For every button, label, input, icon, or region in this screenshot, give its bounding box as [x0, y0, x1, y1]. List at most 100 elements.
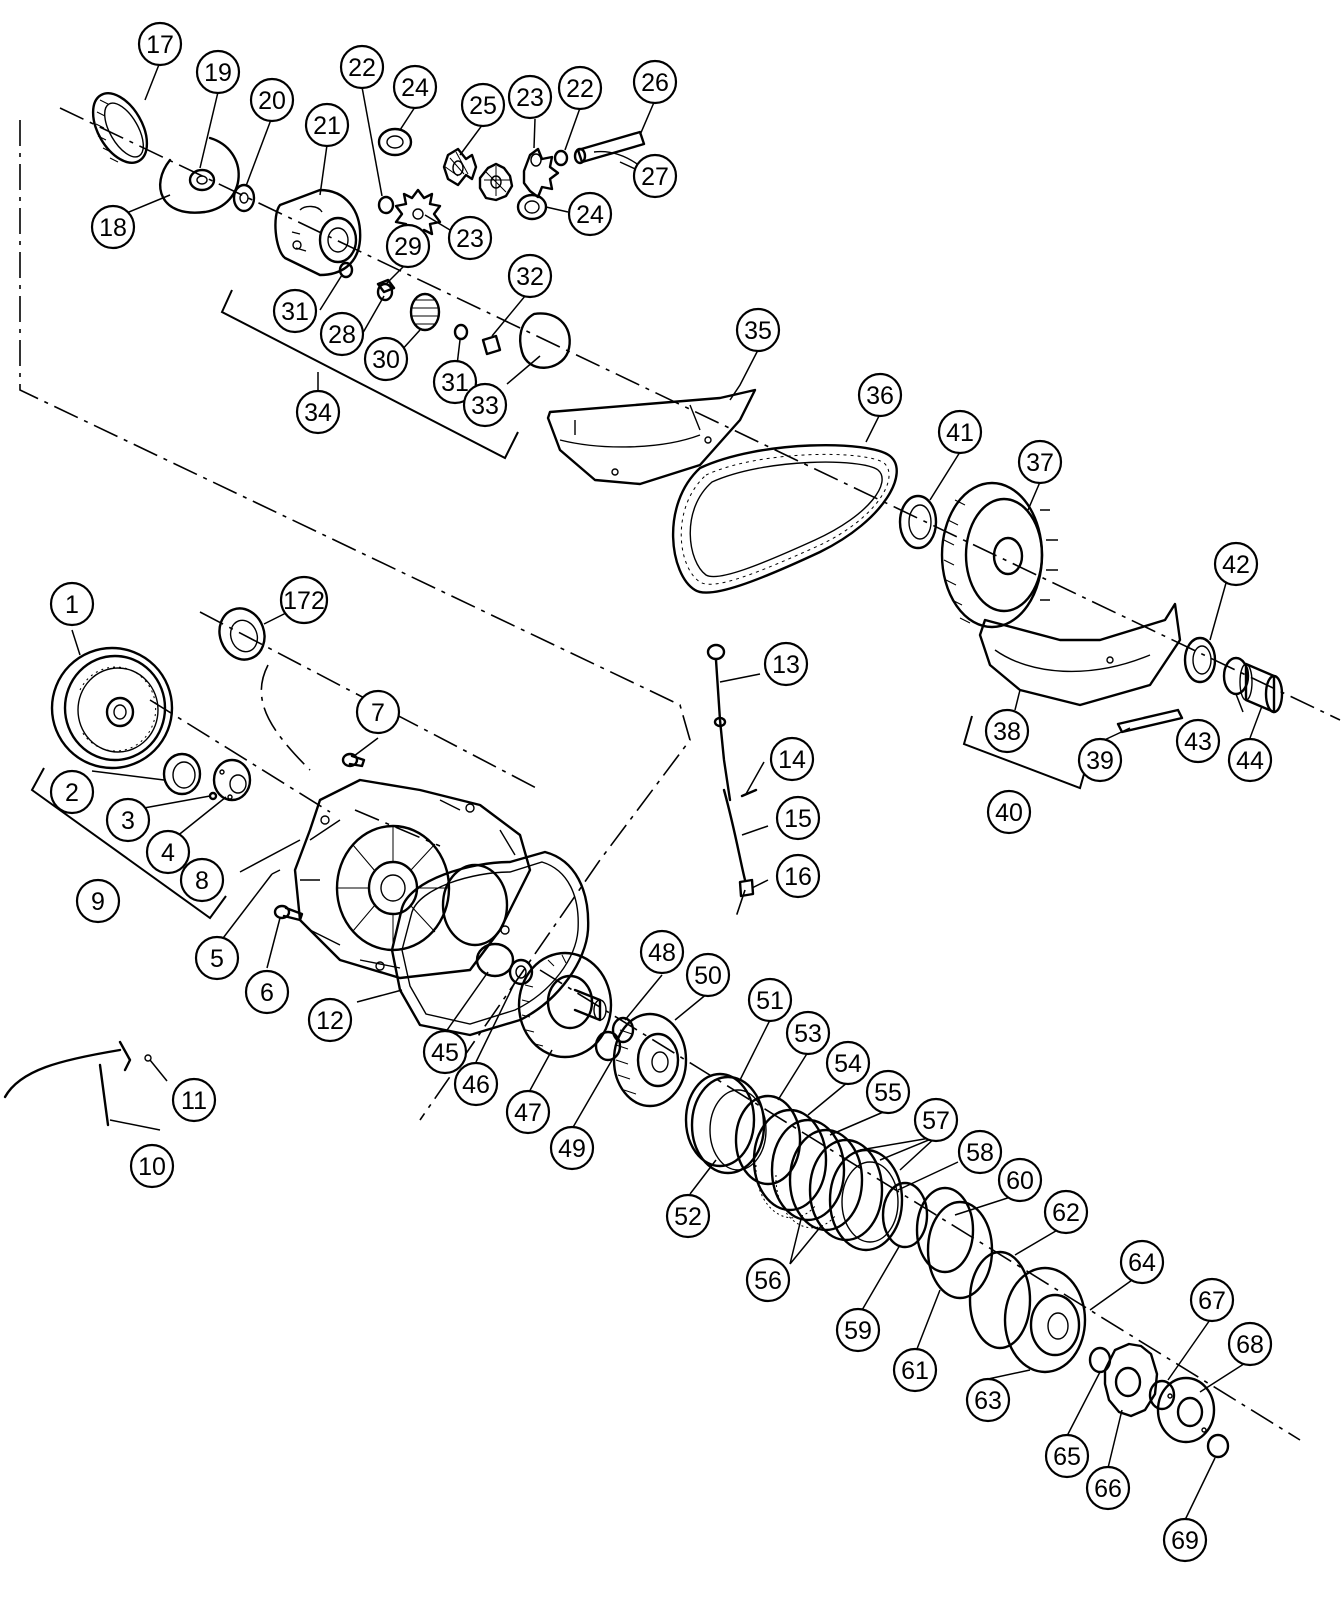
callout-circle — [1085, 1465, 1131, 1511]
callout-label: 23 — [456, 225, 484, 253]
callout-23: 23 — [447, 215, 493, 261]
callout-circle — [865, 1069, 911, 1115]
callout-circle — [460, 82, 506, 128]
callout-label: 19 — [204, 59, 232, 87]
callout-label: 65 — [1053, 1443, 1081, 1471]
callout-circle — [339, 44, 385, 90]
callout-circle — [745, 1257, 791, 1303]
callout-circle — [249, 77, 295, 123]
chain-shield-35 — [546, 388, 757, 486]
callout-59: 59 — [835, 1307, 881, 1353]
callout-56: 56 — [745, 1257, 791, 1303]
callout-circle — [392, 64, 438, 110]
callout-circle — [1227, 1321, 1273, 1367]
callout-circle — [1227, 737, 1273, 783]
callout-14: 14 — [769, 736, 815, 782]
callout-55: 55 — [865, 1069, 911, 1115]
callout-5: 5 — [194, 935, 240, 981]
callout-circle — [145, 829, 191, 875]
pump-hub-4 — [212, 758, 252, 802]
callout-40: 40 — [986, 789, 1032, 835]
callout-43: 43 — [1175, 718, 1221, 764]
callout-label: 58 — [966, 1139, 994, 1167]
callout-label: 55 — [874, 1079, 902, 1107]
seal-16 — [738, 878, 755, 898]
callout-circle — [549, 1125, 595, 1171]
differential-case-21 — [274, 188, 362, 277]
callout-39: 39 — [1077, 737, 1123, 783]
callout-48: 48 — [639, 929, 685, 975]
callout-circle — [363, 336, 409, 382]
callout-circle — [422, 1029, 468, 1075]
callout-label: 6 — [260, 979, 274, 1007]
callout-47: 47 — [505, 1089, 551, 1135]
callout-24: 24 — [567, 191, 613, 237]
callout-24: 24 — [392, 64, 438, 110]
pinion-30 — [409, 292, 441, 332]
callout-label: 1 — [65, 591, 79, 619]
seal-172 — [218, 607, 266, 661]
washer-20 — [232, 183, 256, 213]
callout-62: 62 — [1043, 1189, 1089, 1235]
callout-circle — [747, 977, 793, 1023]
callout-label: 14 — [778, 746, 806, 774]
callout-circle — [1044, 1433, 1090, 1479]
washer-31a — [338, 261, 354, 279]
callout-circle — [632, 59, 678, 105]
callout-circle — [986, 789, 1032, 835]
callout-label: 61 — [901, 1357, 929, 1385]
callout-label: 49 — [558, 1135, 586, 1163]
pinion-gear-23a — [394, 188, 442, 240]
callout-label: 22 — [566, 75, 594, 103]
seal-69 — [1206, 1433, 1230, 1459]
callout-circle — [195, 49, 241, 95]
block-29 — [376, 278, 396, 294]
callout-label: 43 — [1184, 728, 1212, 756]
callout-circle — [835, 1307, 881, 1353]
callout-22: 22 — [557, 65, 603, 111]
callout-circle — [775, 795, 821, 841]
output-hub-68 — [1156, 1376, 1216, 1444]
callout-circle — [171, 1077, 217, 1123]
callout-circle — [355, 689, 401, 735]
callout-circle — [272, 288, 318, 334]
callout-44: 44 — [1227, 737, 1273, 783]
callout-circle — [279, 575, 329, 625]
callout-22: 22 — [339, 44, 385, 90]
callout-label: 20 — [258, 87, 286, 115]
drive-chain-36 — [671, 444, 898, 594]
callout-11: 11 — [171, 1077, 217, 1123]
callout-66: 66 — [1085, 1465, 1131, 1511]
callout-label: 50 — [694, 962, 722, 990]
callout-circle — [319, 311, 365, 357]
callout-circle — [685, 952, 731, 998]
callout-label: 3 — [121, 807, 135, 835]
callout-label: 26 — [641, 69, 669, 97]
callout-21: 21 — [304, 102, 350, 148]
thrust-washer-24b — [516, 193, 548, 221]
callout-label: 28 — [328, 321, 356, 349]
callout-8: 8 — [179, 857, 225, 903]
callout-label: 45 — [431, 1039, 459, 1067]
callout-label: 17 — [146, 31, 174, 59]
callout-label: 64 — [1128, 1249, 1156, 1277]
washer-28 — [376, 282, 394, 302]
callout-circle — [505, 1089, 551, 1135]
snap-ring-59 — [881, 1181, 929, 1249]
snap-ring-61 — [926, 1200, 994, 1300]
callout-circle — [1119, 1239, 1165, 1285]
callout-52: 52 — [665, 1193, 711, 1239]
callout-label: 10 — [138, 1153, 166, 1181]
driven-sprocket-37 — [940, 481, 1058, 629]
callout-68: 68 — [1227, 1321, 1273, 1367]
ring-53 — [734, 1094, 802, 1186]
callout-circle — [1017, 439, 1063, 485]
callout-circle — [295, 389, 341, 435]
callout-circle — [507, 74, 553, 120]
callouts: 1234567891011121314151617181920212222232… — [49, 21, 1273, 1563]
callout-label: 13 — [772, 651, 800, 679]
callout-circle — [105, 797, 151, 843]
callout-label: 56 — [754, 1267, 782, 1295]
callout-circle — [997, 1157, 1043, 1203]
